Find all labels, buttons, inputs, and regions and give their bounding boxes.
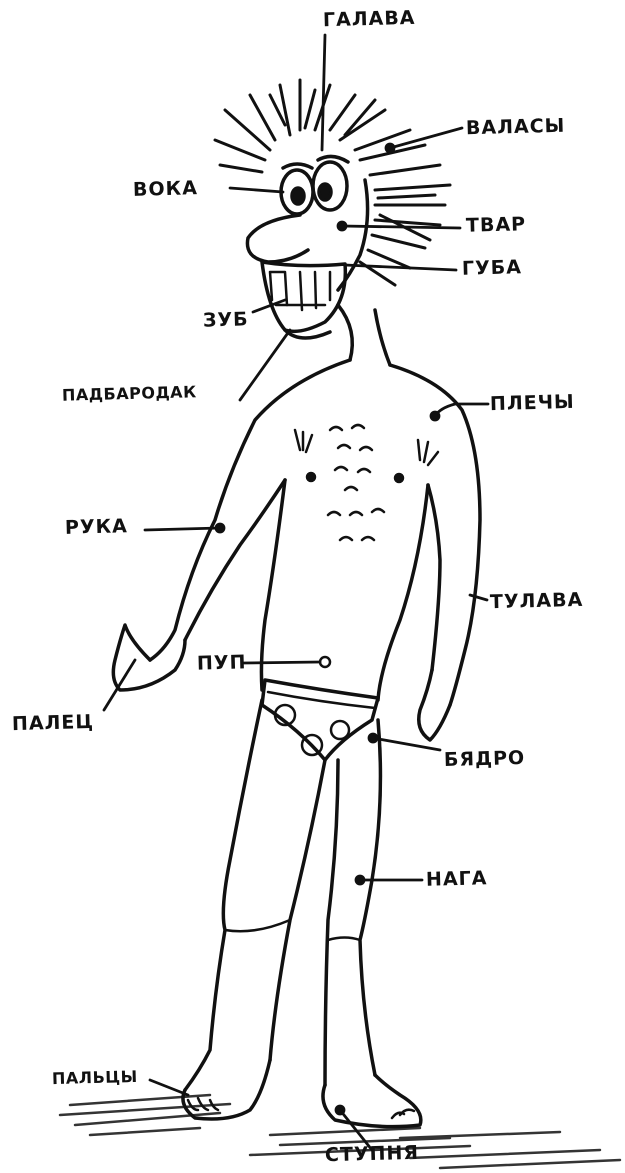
neck-left [338, 305, 352, 360]
foot-right [323, 1075, 421, 1127]
body-left [150, 360, 350, 660]
label-finger: ПАЛЕЦ [12, 711, 95, 735]
label-tooth: ЗУБ [203, 308, 249, 331]
hand-right [419, 670, 450, 740]
label-leg: НАГА [426, 867, 488, 891]
navel-mark [320, 657, 330, 667]
label-lip: ГУБА [462, 256, 523, 280]
label-thigh: БЯДРО [444, 747, 526, 771]
torso-right [378, 485, 428, 700]
label-navel: ПУП [197, 651, 247, 674]
label-hair: ВАЛАСЫ [466, 115, 566, 140]
neck-right [375, 310, 390, 365]
leg-left-outer [185, 700, 262, 1090]
underwear [262, 680, 378, 760]
eyes [281, 156, 348, 214]
label-foot: СТУПНЯ [325, 1142, 420, 1166]
arm-inner-right [428, 485, 440, 670]
nose [247, 215, 308, 262]
label-eye: ВОКА [133, 177, 198, 201]
arm-inner-left [185, 480, 285, 640]
leg-right-inner [325, 760, 338, 1085]
label-shoulders: ПЛЕЧЫ [490, 391, 575, 415]
leg-left-inner [270, 760, 325, 1060]
label-arm: РУКА [65, 515, 128, 539]
chest-details [295, 425, 438, 540]
toes-right [392, 1110, 414, 1118]
label-face: ТВАР [466, 213, 527, 237]
label-head: ГАЛАВА [323, 7, 416, 31]
teeth [270, 272, 330, 310]
label-chin: ПАДБАРОДАК [62, 382, 197, 405]
knee-left [225, 920, 290, 931]
face-outline [338, 180, 368, 290]
leg-right-outer [360, 720, 380, 1075]
label-torso: ТУЛАВА [490, 589, 584, 613]
label-toes: ПАЛЬЦЫ [52, 1067, 138, 1088]
knee-right [328, 938, 360, 941]
